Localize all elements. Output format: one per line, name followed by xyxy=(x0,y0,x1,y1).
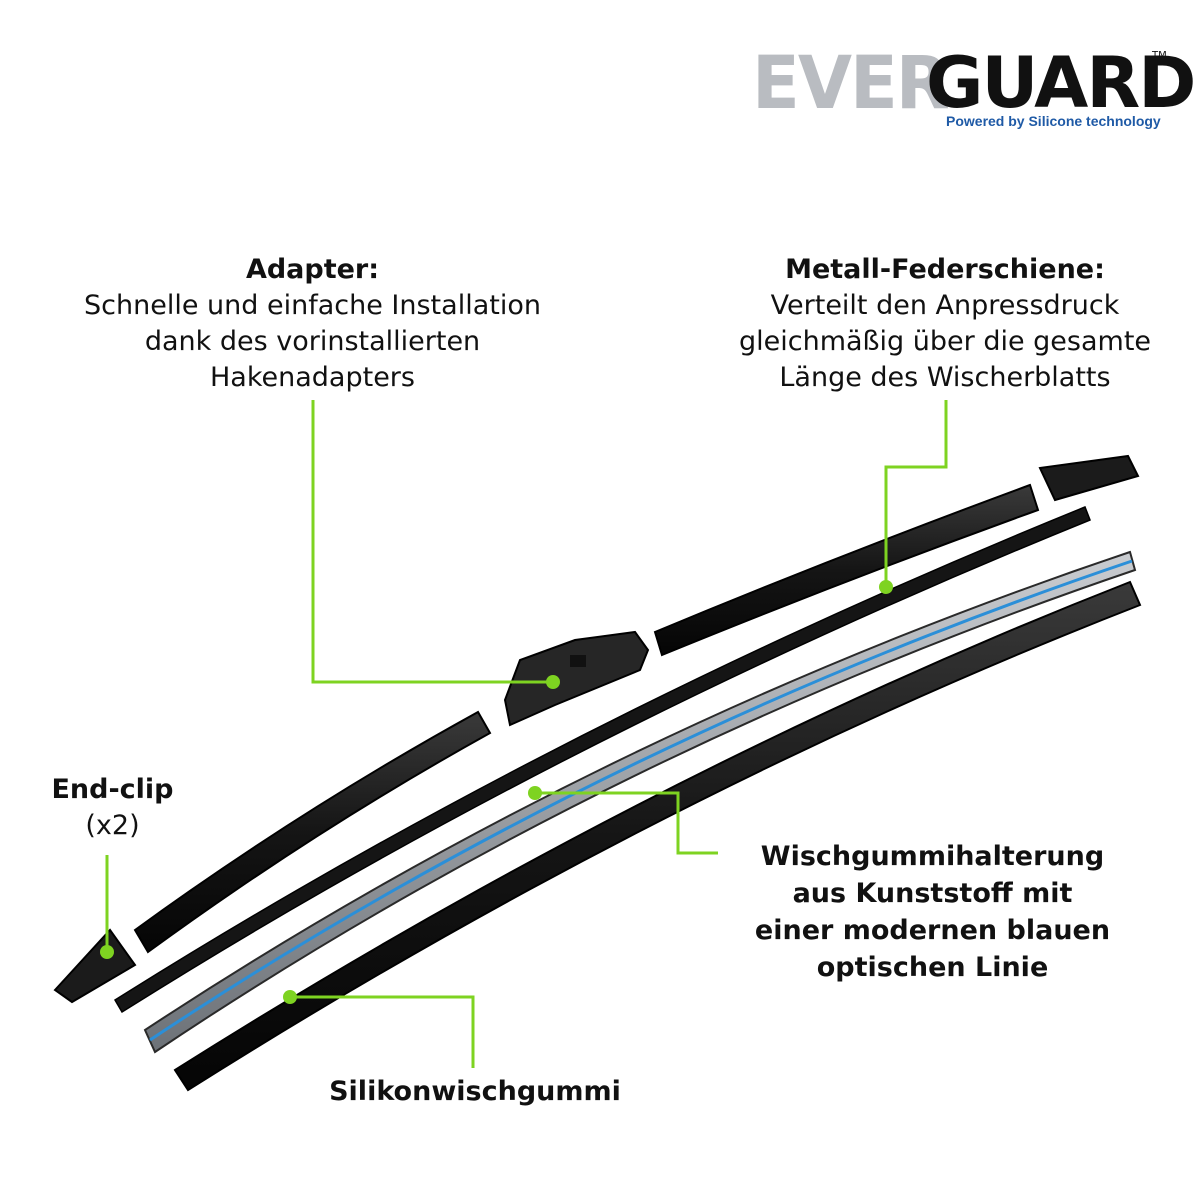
callout-spring: Metall-Federschiene: Verteilt den Anpres… xyxy=(695,252,1195,396)
leader-spring xyxy=(884,400,948,587)
callout-adapter-line1: Schnelle und einfache Installation xyxy=(84,290,541,321)
cover-right-segment xyxy=(653,483,1040,657)
end-cap-left xyxy=(53,928,137,1004)
end-cap-right xyxy=(1038,454,1140,502)
callout-adapter: Adapter: Schnelle und einfache Installat… xyxy=(25,252,600,396)
leader-adapter xyxy=(311,400,553,684)
everguard-logo: EVER GUARD TM Powered by Silicone techno… xyxy=(740,39,1196,140)
callout-spring-line1: Verteilt den Anpressdruck xyxy=(770,290,1120,321)
callout-endclip: End-clip (x2) xyxy=(30,772,195,844)
callout-rubber-title: Silikonwischgummi xyxy=(329,1076,621,1107)
callout-spring-line3: Länge des Wischerblatts xyxy=(779,362,1111,393)
callout-spring-line2: gleichmäßig über die gesamte xyxy=(738,326,1152,357)
plastic-holder xyxy=(143,550,1137,1054)
callout-holder-line1: Wischgummihalterung xyxy=(760,841,1105,872)
callout-holder-line4: optischen Linie xyxy=(816,952,1049,983)
dot-rubber xyxy=(283,990,297,1004)
logo-guard-text: GUARD xyxy=(926,42,1196,124)
leader-holder xyxy=(535,791,718,855)
callout-holder-line3: einer modernen blauen xyxy=(754,915,1111,946)
leader-rubber xyxy=(290,995,475,1068)
callout-spring-title: Metall-Federschiene: xyxy=(785,254,1105,285)
dot-spring xyxy=(879,580,893,594)
logo-ever-text: EVER xyxy=(752,39,950,127)
callout-endclip-count: (x2) xyxy=(85,810,140,841)
callout-holder-line2: aus Kunststoff mit xyxy=(792,878,1073,909)
adapter-part xyxy=(503,630,650,727)
dot-holder xyxy=(528,786,542,800)
callout-rubber: Silikonwischgummi xyxy=(300,1073,650,1110)
logo-trademark: TM xyxy=(1152,50,1167,61)
blue-optical-line xyxy=(149,559,1133,1042)
logo-tagline: Powered by Silicone technology xyxy=(946,113,1161,129)
callout-adapter-line3: Hakenadapters xyxy=(210,362,415,393)
dot-adapter xyxy=(546,675,560,689)
metal-spring-rail xyxy=(113,506,1091,1014)
dot-endclip xyxy=(100,945,114,959)
callout-adapter-line2: dank des vorinstallierten xyxy=(144,326,481,357)
callout-adapter-title: Adapter: xyxy=(245,254,380,285)
callout-holder: Wischgummihalterung aus Kunststoff mit e… xyxy=(730,838,1135,986)
callout-endclip-title: End-clip xyxy=(51,774,174,805)
cover-left-segment xyxy=(133,710,492,954)
silicone-rubber xyxy=(173,580,1142,1092)
